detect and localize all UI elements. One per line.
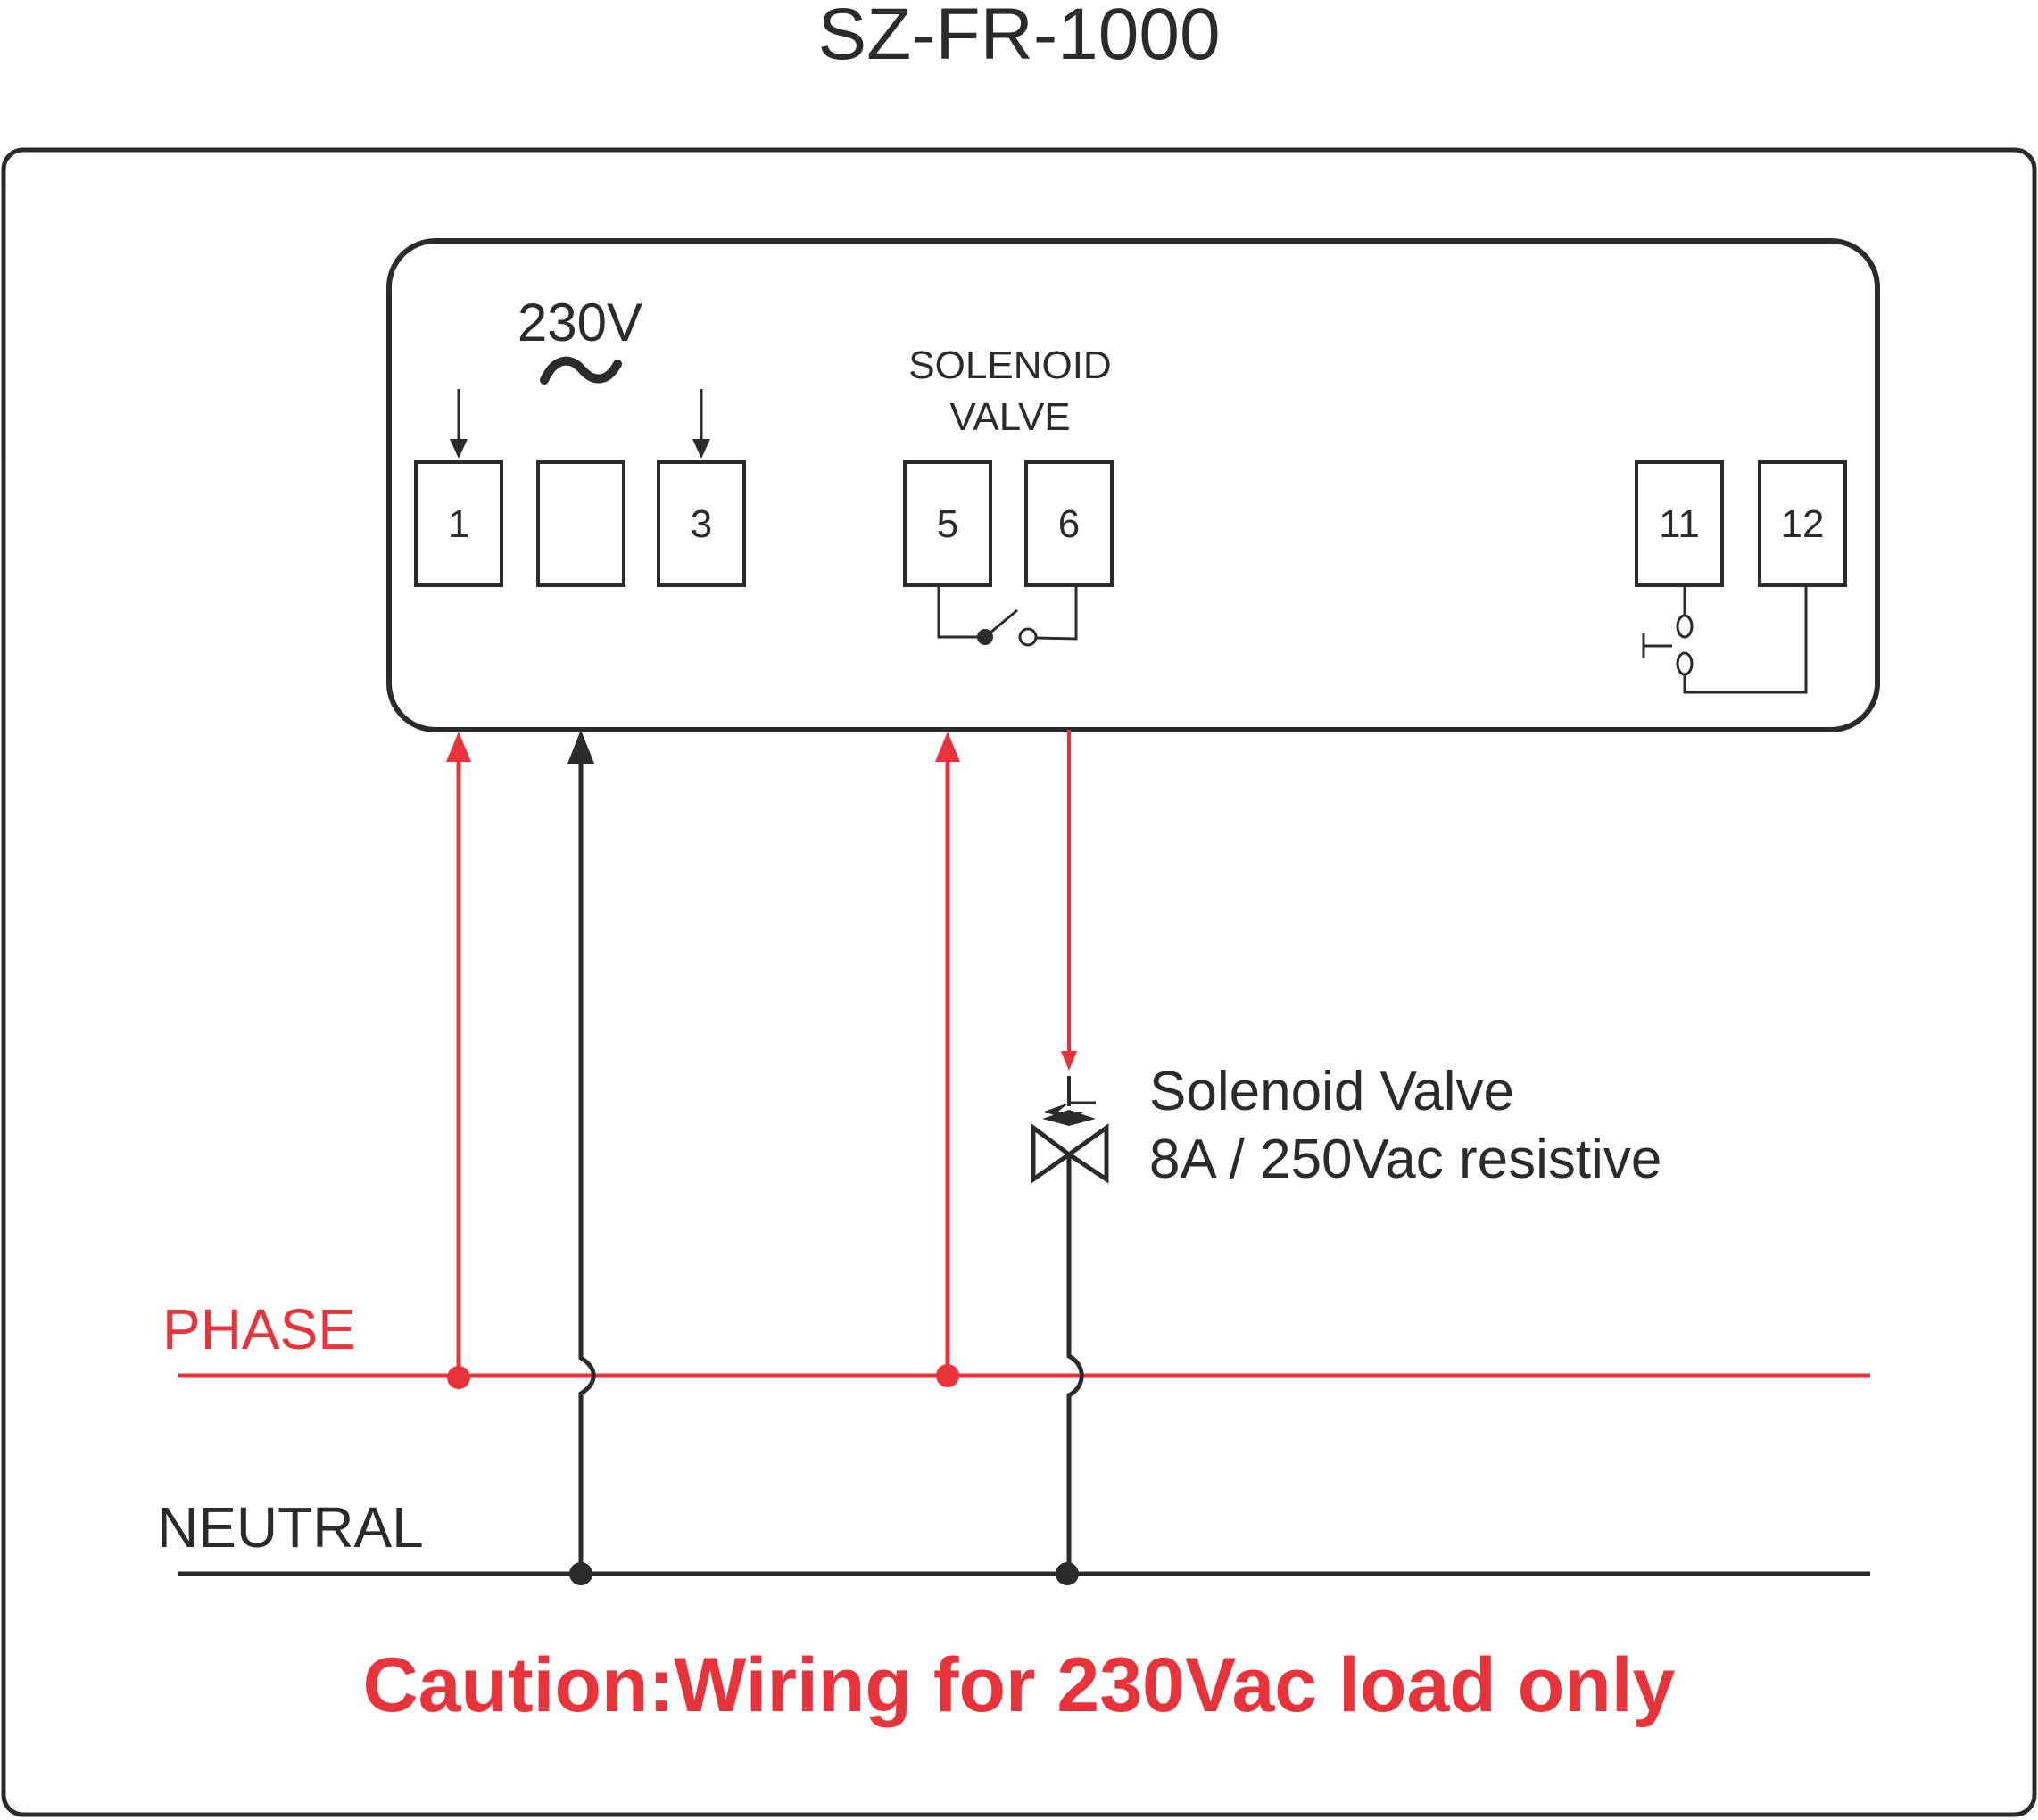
phase-label: PHASE bbox=[162, 1297, 356, 1361]
terminal-1 bbox=[414, 460, 503, 587]
relay-contact-icon bbox=[937, 585, 1078, 647]
neutral-label: NEUTRAL bbox=[157, 1495, 424, 1559]
wire-valve-to-neutral bbox=[1056, 1154, 1084, 1585]
terminal-3-label: 3 bbox=[691, 502, 712, 546]
caution-text: Caution:Wiring for 230Vac load only bbox=[363, 1642, 1676, 1728]
controller-body bbox=[386, 238, 1880, 732]
solenoid-group-label-line2: VALVE bbox=[949, 395, 1070, 439]
solenoid-group-label-line1: SOLENOID bbox=[908, 343, 1111, 387]
wire-phase-to-terminal-5 bbox=[935, 732, 960, 1387]
terminal-3 bbox=[657, 460, 746, 587]
terminal-2 bbox=[536, 460, 625, 587]
wire-neutral-to-terminal-2 bbox=[567, 730, 596, 1585]
diagram-title: SZ-FR-1000 bbox=[817, 0, 1220, 75]
load-label-rating: 8A / 250Vac resistive bbox=[1149, 1129, 1661, 1190]
terminal-6 bbox=[1024, 460, 1114, 587]
input-arrow-1-icon bbox=[450, 389, 468, 459]
terminal-12 bbox=[1758, 460, 1847, 587]
terminal-5-label: 5 bbox=[937, 502, 958, 546]
outer-frame bbox=[1, 147, 2037, 1817]
ac-tilde-icon bbox=[540, 356, 622, 385]
terminal-12-label: 12 bbox=[1781, 502, 1825, 546]
push-button-contact-icon bbox=[1642, 585, 1808, 694]
terminal-11-label: 11 bbox=[1659, 502, 1700, 546]
terminal-11 bbox=[1635, 460, 1724, 587]
terminal-6-label: 6 bbox=[1058, 502, 1080, 546]
input-arrow-3-icon bbox=[692, 389, 710, 459]
supply-voltage-label: 230V bbox=[518, 293, 642, 352]
terminal-1-label: 1 bbox=[448, 502, 469, 546]
wire-terminal-6-to-valve bbox=[1061, 730, 1077, 1071]
terminal-5 bbox=[903, 460, 992, 587]
solenoid-valve-icon bbox=[1031, 1076, 1109, 1184]
load-label-name: Solenoid Valve bbox=[1149, 1061, 1514, 1122]
wire-phase-to-terminal-1 bbox=[446, 732, 471, 1389]
